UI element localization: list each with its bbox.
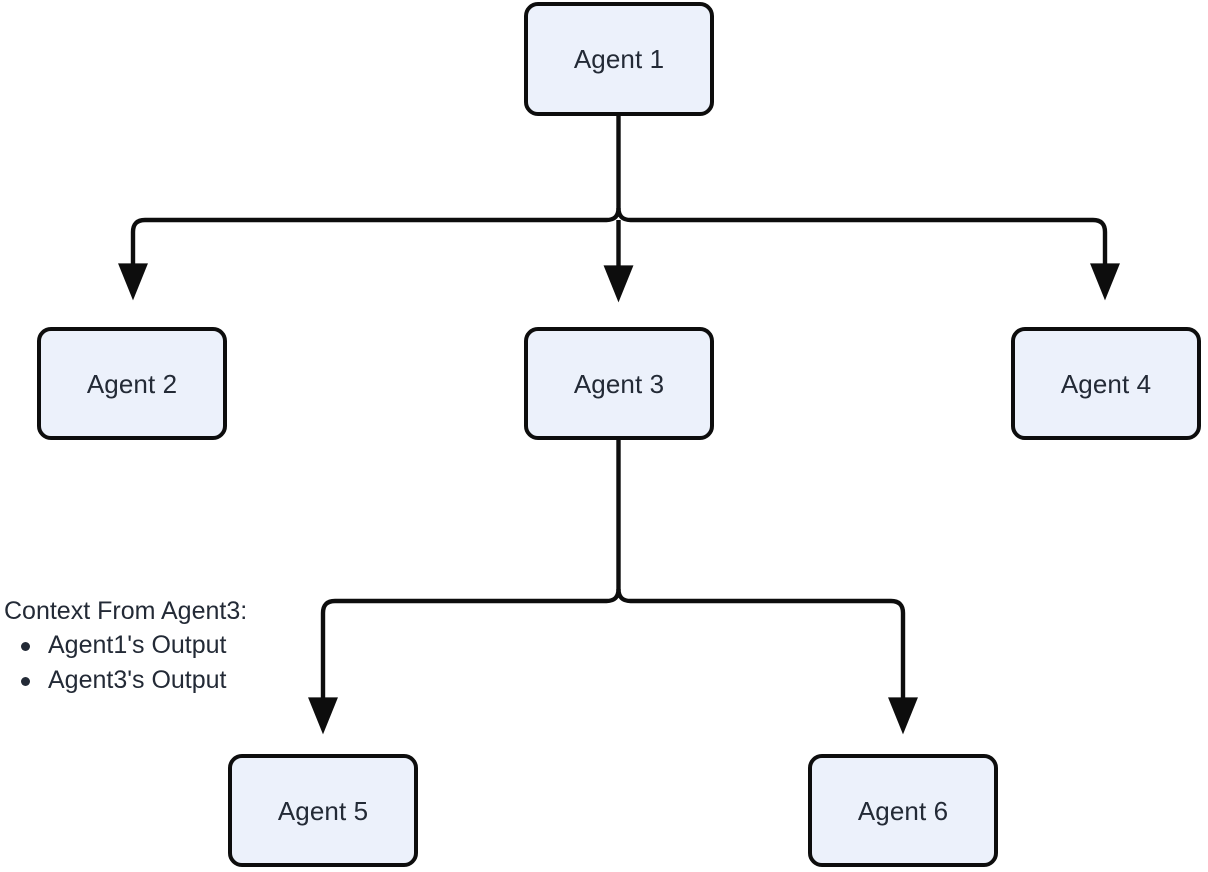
list-item: Agent3's Output [4,665,247,695]
node-agent6[interactable]: Agent 6 [808,754,998,867]
context-annotation-title: Context From Agent3: [4,597,248,625]
node-agent5[interactable]: Agent 5 [228,754,418,867]
edge-agent1-trunk [118,115,621,301]
node-agent1-label: Agent 1 [573,44,665,74]
context-annotation-list: Agent1's Output Agent3's Output [4,630,247,695]
edge-agent1-to-agent4 [616,207,1120,301]
node-agent3[interactable]: Agent 3 [524,327,714,440]
edge-agent3-to-agent6 [616,588,918,735]
context-annotation: Context From Agent3: Agent1's Output Age… [4,596,247,700]
node-agent1[interactable]: Agent 1 [524,2,714,116]
list-item: Agent1's Output [4,630,247,660]
node-agent5-label: Agent 5 [277,795,369,826]
node-agent2[interactable]: Agent 2 [37,327,227,440]
node-agent2-label: Agent 2 [86,368,178,399]
node-agent4-label: Agent 4 [1060,368,1152,399]
node-agent6-label: Agent 6 [857,795,949,826]
edge-agent3-trunk [308,440,621,735]
node-agent4[interactable]: Agent 4 [1011,327,1201,440]
node-agent3-label: Agent 3 [573,368,665,399]
